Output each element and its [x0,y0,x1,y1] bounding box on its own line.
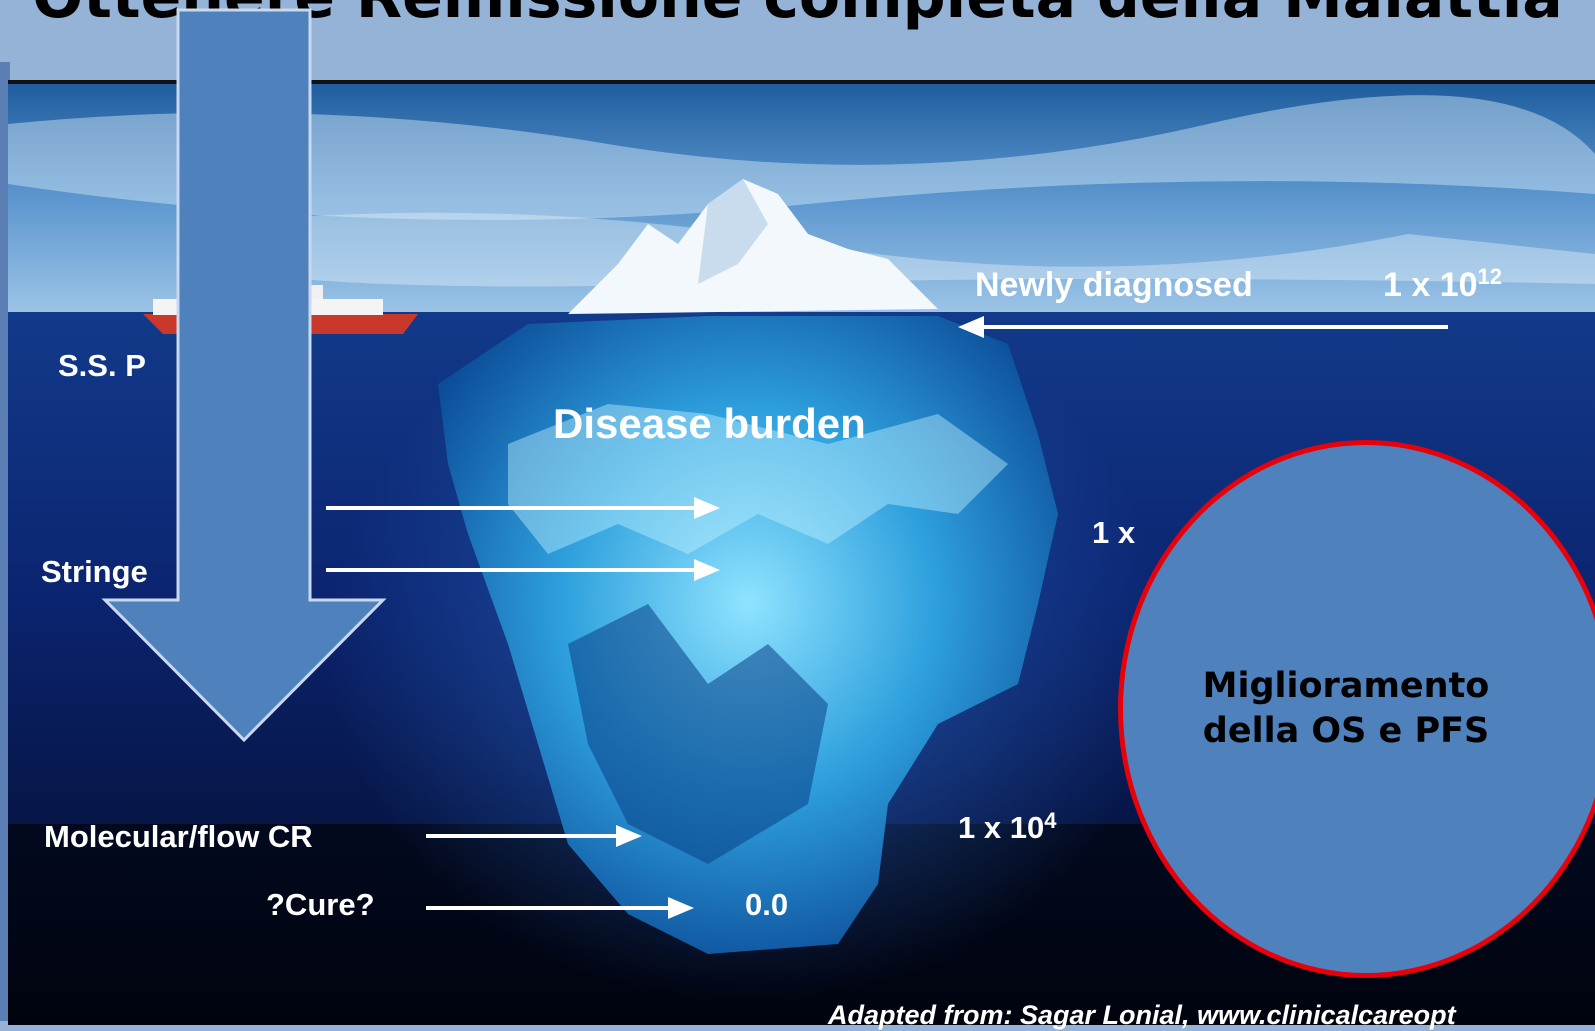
down-arrow-icon [105,10,383,740]
cure-arrowhead [668,897,694,919]
newly-diagnosed-arrowhead [958,316,984,338]
down-arrow-shape[interactable] [0,0,400,760]
callout-text: Miglioramento della OS e PFS [1196,664,1496,755]
callout-line-1: Miglioramento [1196,664,1496,710]
stringent-arrowhead-1 [694,497,720,519]
callout-circle[interactable]: Miglioramento della OS e PFS [1118,440,1595,978]
callout-line-2: della OS e PFS [1196,709,1496,755]
source-credit: Adapted from: Sagar Lonial, www.clinical… [828,1000,1456,1031]
molecular-arrowhead [616,825,642,847]
stringent-arrowhead-2 [694,559,720,581]
